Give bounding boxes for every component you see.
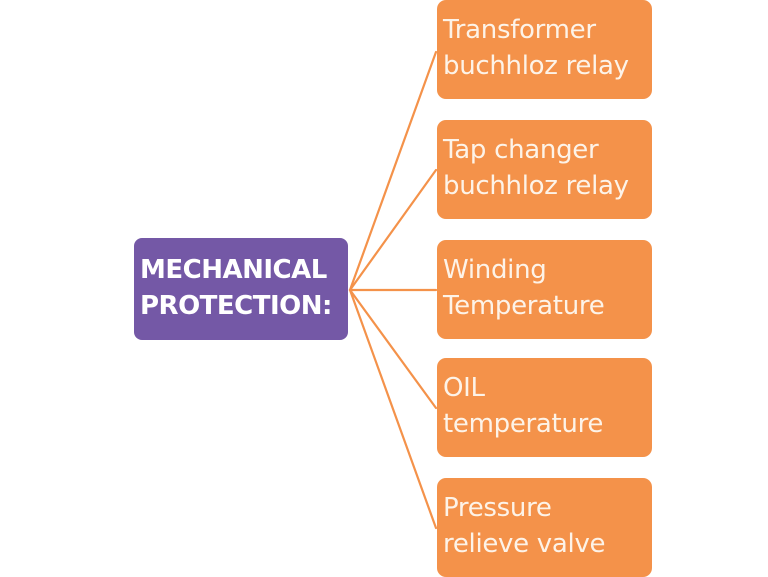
child-node-label-line1: OIL: [443, 373, 485, 403]
root-node-mechanical-protection: MECHANICAL PROTECTION:: [134, 238, 348, 340]
connector-line: [348, 168, 438, 292]
connector-line: [348, 288, 438, 410]
child-node-label-line1: Transformer: [443, 15, 596, 45]
child-node-tap-changer-buchholz-relay: Tap changer buchhloz relay: [437, 120, 652, 219]
child-node-label-line2: buchhloz relay: [443, 171, 629, 201]
child-node-label-line1: Winding: [443, 255, 547, 285]
child-node-label-line1: Tap changer: [443, 135, 599, 165]
child-node-label-line2: relieve valve: [443, 529, 606, 559]
child-node-label-line2: buchhloz relay: [443, 51, 629, 81]
child-node-transformer-buchholz-relay: Transformer buchhloz relay: [437, 0, 652, 99]
child-node-label-line1: Pressure: [443, 493, 552, 523]
child-node-pressure-relief-valve: Pressure relieve valve: [437, 478, 652, 577]
root-node-label-line2: PROTECTION:: [140, 291, 332, 321]
child-node-oil-temperature: OIL temperature: [437, 358, 652, 457]
child-node-winding-temperature: Winding Temperature: [437, 240, 652, 339]
child-node-label-line2: Temperature: [443, 291, 605, 321]
child-node-label-line2: temperature: [443, 409, 604, 439]
root-node-label-line1: MECHANICAL: [140, 255, 327, 285]
connector-line: [348, 50, 438, 292]
connector-line: [348, 288, 438, 530]
